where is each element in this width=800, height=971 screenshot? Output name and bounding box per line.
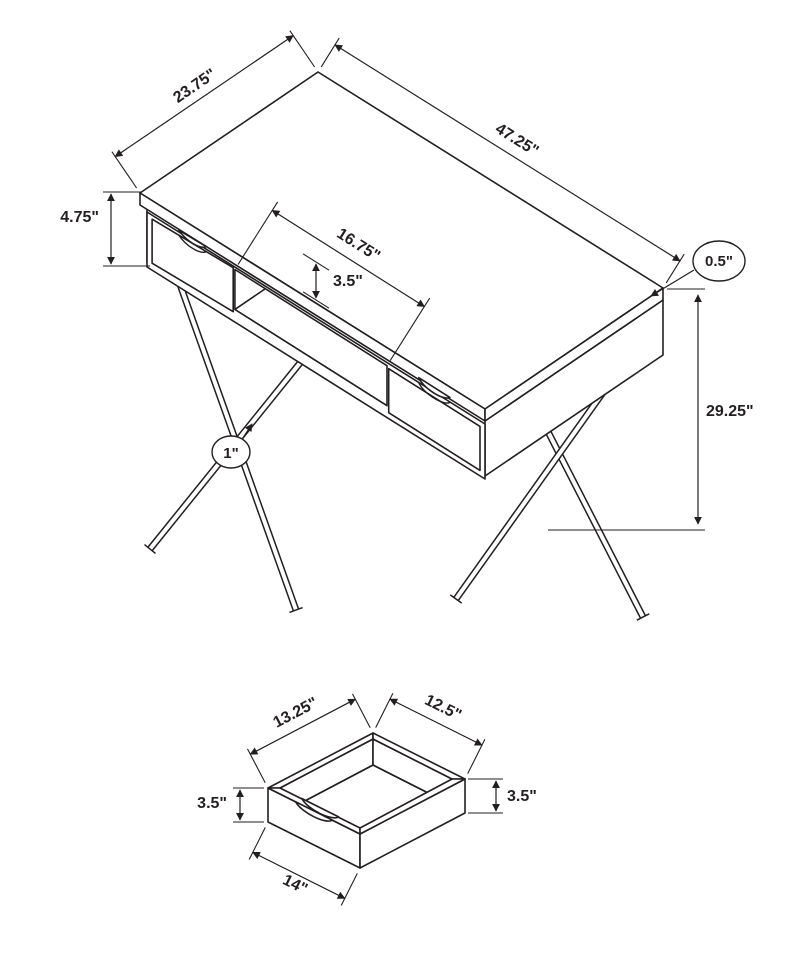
drawer-handle-notch-outer [294,801,334,822]
dim-drawer-height-left-label: 3.5" [197,795,227,812]
leg-foot [636,613,650,621]
dim-top-thickness-label: 0.5" [705,253,733,270]
drawer-drawing: 13.25" 12.5" 3.5" 3.5" 14" [195,689,539,906]
dim-desk-width-label: 47.25" [492,120,541,160]
desk-drawing: 23.75" 47.25" 4.75" 16.75" 3.5" [58,30,756,621]
right-drawer-handle-notch [418,376,451,399]
leg-foot [289,606,303,614]
dim-drawer-edge-left-label: 13.25" [271,694,321,731]
drawer-handle-notch-inner [301,797,340,819]
dim-drawer-front-width-label: 14" [280,872,310,899]
dim-drawer-edge-right-label: 12.5" [422,692,464,725]
leg-foot [144,544,156,554]
dim-drawer-height-left: 3.5" [195,787,264,823]
dim-opening-height-label: 3.5" [333,273,363,290]
callout-top-thickness: 0.5" [650,240,746,297]
right-drawer-handle-inner [418,382,451,404]
drawer-rim-front-right [359,778,466,835]
left-drawer-handle-notch [178,229,208,249]
callout-bubble [211,435,251,469]
desk-top-right-edge [484,287,664,422]
dim-overall-height: 29.25" [548,288,756,531]
dim-leg-tube-label: 1" [223,445,238,462]
dim-desk-depth-label: 23.75" [170,66,219,107]
right-drawer-front [387,367,481,472]
left-drawer-handle-inner [178,234,207,253]
callout-bubble [692,240,746,282]
dim-overall-height-label: 29.25" [706,403,754,420]
dim-drawer-height-right-label: 3.5" [507,788,537,805]
leg-foot [449,594,463,604]
dim-apron-height-label: 4.75" [60,209,99,226]
cubby-opening-outline [234,268,388,407]
dim-opening-height: 3.5" [302,253,365,309]
callout-leg-tube: 1" [211,423,253,469]
dim-drawer-height-right: 3.5" [468,778,539,814]
dim-apron-height: 4.75" [58,191,150,267]
